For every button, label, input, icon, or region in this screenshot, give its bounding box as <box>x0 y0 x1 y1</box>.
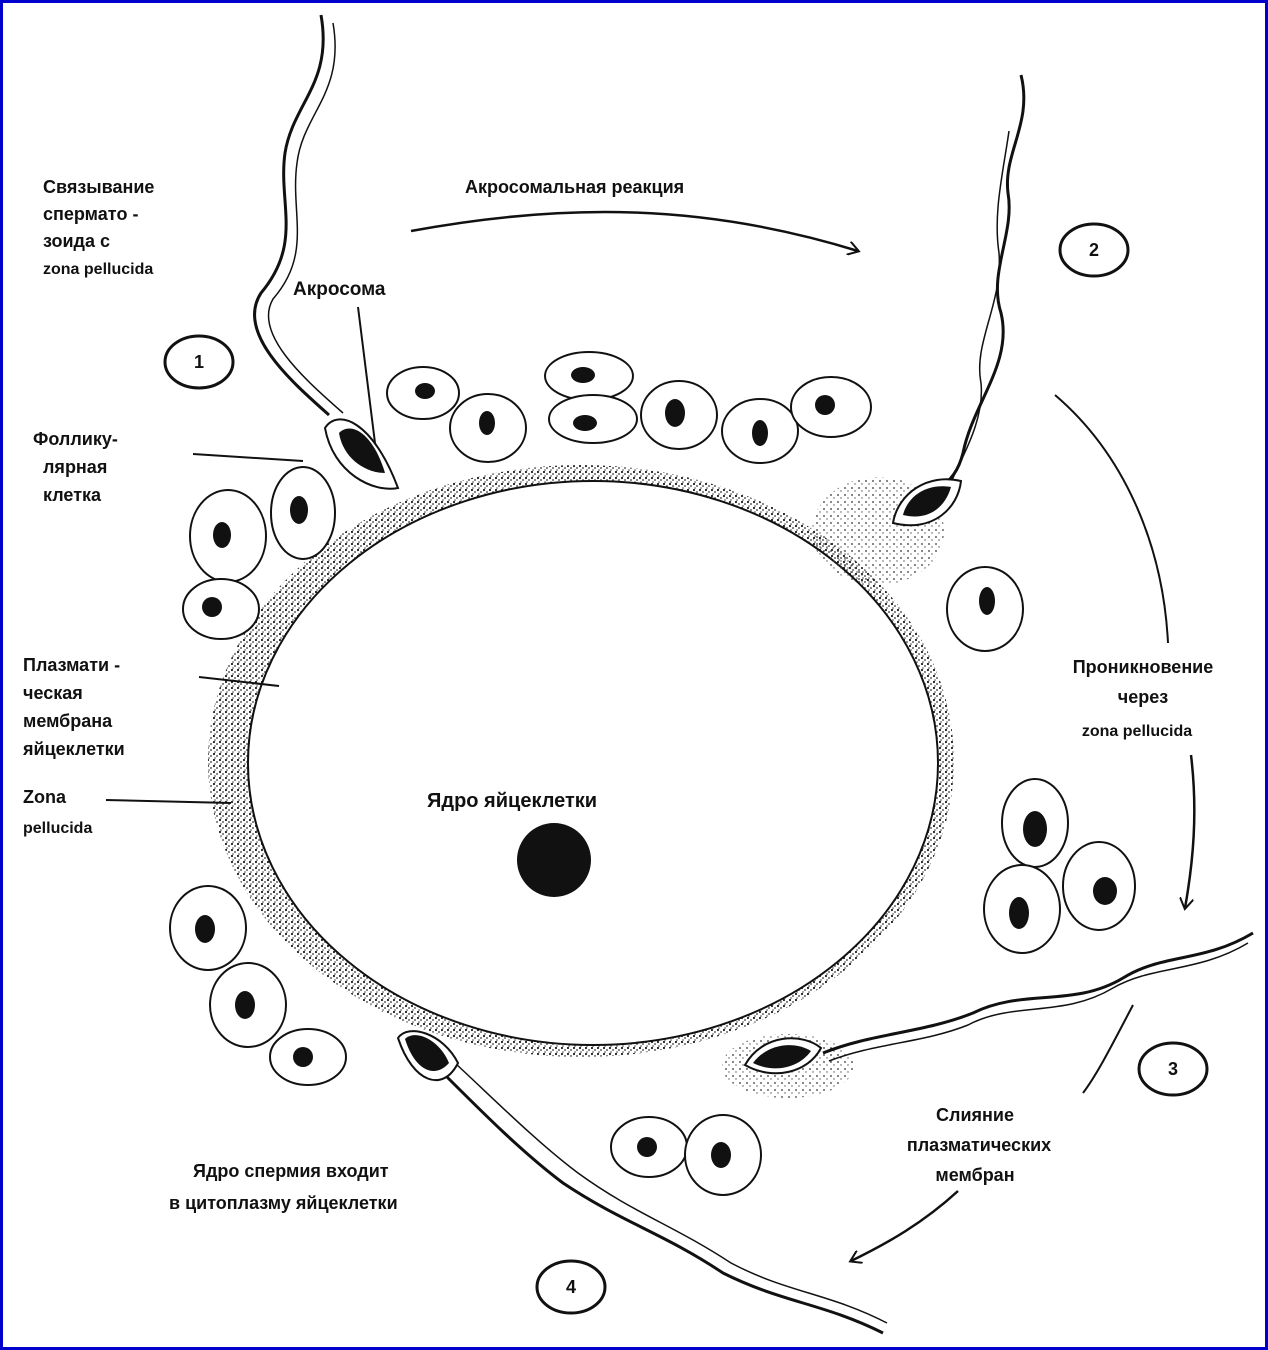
label-binding: Связывание сперматo - зоида с zona pellu… <box>43 177 154 278</box>
svg-text:мембран: мембран <box>935 1165 1014 1185</box>
fusion-arrow <box>851 1191 958 1261</box>
svg-text:Zona: Zona <box>23 787 67 807</box>
svg-text:яйцеклетки: яйцеклетки <box>22 739 125 759</box>
svg-text:мембрана: мембрана <box>23 711 113 731</box>
svg-text:Слияние: Слияние <box>936 1105 1014 1125</box>
label-acrosome-reaction: Акросомальная реакция <box>465 177 684 197</box>
svg-text:в цитоплазму яйцеклетки: в цитоплазму яйцеклетки <box>169 1193 398 1213</box>
svg-text:pellucida: pellucida <box>23 820 92 837</box>
label-acrosome: Акросома <box>293 279 386 300</box>
svg-text:Ядро спермия входит: Ядро спермия входит <box>193 1161 389 1181</box>
label-fusion: Слияние плазматических мембран <box>907 1105 1051 1185</box>
svg-text:лярная: лярная <box>43 457 107 477</box>
svg-text:Связывание: Связывание <box>43 177 154 197</box>
step-1: 1 <box>165 336 233 388</box>
svg-text:плазматических: плазматических <box>907 1135 1051 1155</box>
svg-text:Плазмати -: Плазмати - <box>23 655 120 675</box>
svg-text:Фоллику-: Фоллику- <box>33 429 118 449</box>
egg-nucleus <box>517 823 591 897</box>
label-zona-pellucida: Zona pellucida <box>23 787 92 837</box>
label-penetration: Проникновение через zona pellucida <box>1073 657 1214 740</box>
label-plasma-membrane: Плазмати - ческая мембрана яйцеклетки <box>22 655 125 759</box>
svg-text:сперматo -: сперматo - <box>43 204 139 224</box>
svg-text:1: 1 <box>194 352 204 372</box>
svg-text:клетка: клетка <box>43 485 102 505</box>
step-4: 4 <box>537 1261 605 1313</box>
svg-text:2: 2 <box>1089 240 1099 260</box>
step-3: 3 <box>1139 1043 1207 1095</box>
label-egg-nucleus: Ядро яйцеклетки <box>427 790 597 812</box>
sperm-1 <box>254 15 398 489</box>
svg-text:zona pellucida: zona pellucida <box>1082 723 1192 740</box>
label-sperm-nucleus-enters: Ядро спермия входит в цитоплазму яйцекле… <box>169 1161 398 1213</box>
svg-text:зоида с: зоида с <box>43 231 110 251</box>
step-2: 2 <box>1060 224 1128 276</box>
svg-text:zona pellucida: zona pellucida <box>43 261 153 278</box>
acrosome-reaction-arrow <box>411 212 858 251</box>
svg-text:4: 4 <box>566 1277 576 1297</box>
sperm-2 <box>893 75 1024 525</box>
fusion-line <box>1083 1005 1133 1093</box>
svg-text:3: 3 <box>1168 1059 1178 1079</box>
penetration-arc <box>1055 395 1168 643</box>
svg-text:через: через <box>1118 687 1168 707</box>
fertilization-diagram: 1 2 3 4 Связывание сперматo - зоида с zo… <box>3 3 1265 1347</box>
svg-text:Проникновение: Проникновение <box>1073 657 1214 677</box>
penetration-arrow <box>1185 755 1194 908</box>
label-follicular-cell: Фоллику- лярная клетка <box>33 429 118 505</box>
svg-text:ческая: ческая <box>23 683 83 703</box>
